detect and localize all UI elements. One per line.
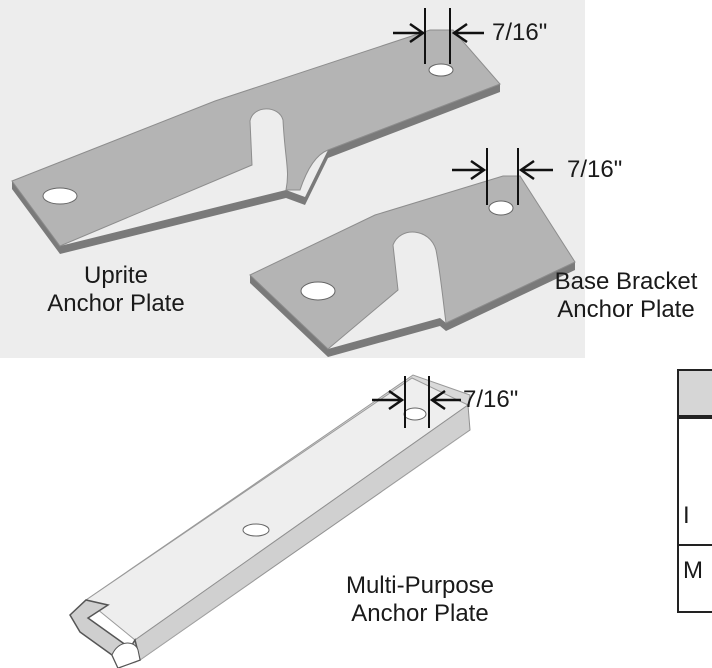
table-row-initial-2: M <box>683 557 703 584</box>
table-row-divider <box>679 544 712 546</box>
uprite-hole-left <box>42 187 78 205</box>
channel-hole-middle <box>242 523 270 537</box>
base-bracket-label-line2: Anchor Plate <box>557 296 695 323</box>
multi-purpose-dim-arrow-left <box>372 389 405 411</box>
channel-hole-right <box>403 407 427 421</box>
uprite-plate-top <box>11 29 501 247</box>
base-bracket-dim-arrow-right <box>518 159 553 181</box>
uprite-dim-arrow-right <box>451 22 484 44</box>
multi-purpose-dim-arrow-right <box>429 389 461 411</box>
multi-purpose-anchor-plate <box>69 374 471 668</box>
table-row-initial-1: I <box>683 502 690 529</box>
base-bracket-dim-arrow-left <box>452 159 487 181</box>
uprite-dimension-label: 7/16" <box>492 19 548 46</box>
base-bracket-hole-right <box>488 200 514 216</box>
uprite-label-line2: Anchor Plate <box>47 290 185 317</box>
table-row-divider <box>679 415 712 417</box>
table-fragment: I M <box>677 369 712 613</box>
multi-purpose-label: Multi-Purpose Anchor Plate <box>330 572 510 628</box>
uprite-label: Uprite Anchor Plate <box>36 262 196 318</box>
base-bracket-label-line1: Base Bracket <box>554 268 698 295</box>
base-bracket-dimension-label: 7/16" <box>567 156 623 183</box>
base-bracket-anchor-plate <box>249 148 576 357</box>
table-header-cell <box>679 369 712 419</box>
multi-purpose-dimension-label: 7/16" <box>463 386 519 413</box>
uprite-label-line1: Uprite <box>83 262 149 289</box>
uprite-dim-arrow-left <box>393 22 426 44</box>
multi-purpose-label-line2: Anchor Plate <box>351 600 489 627</box>
multi-purpose-label-line1: Multi-Purpose <box>345 572 495 599</box>
uprite-anchor-plate <box>11 8 501 254</box>
base-bracket-hole-left <box>300 281 336 301</box>
table-bottom-border <box>679 611 712 613</box>
base-bracket-plate-top <box>249 175 576 350</box>
base-bracket-label: Base Bracket Anchor Plate <box>540 268 712 324</box>
uprite-hole-right <box>428 63 454 77</box>
